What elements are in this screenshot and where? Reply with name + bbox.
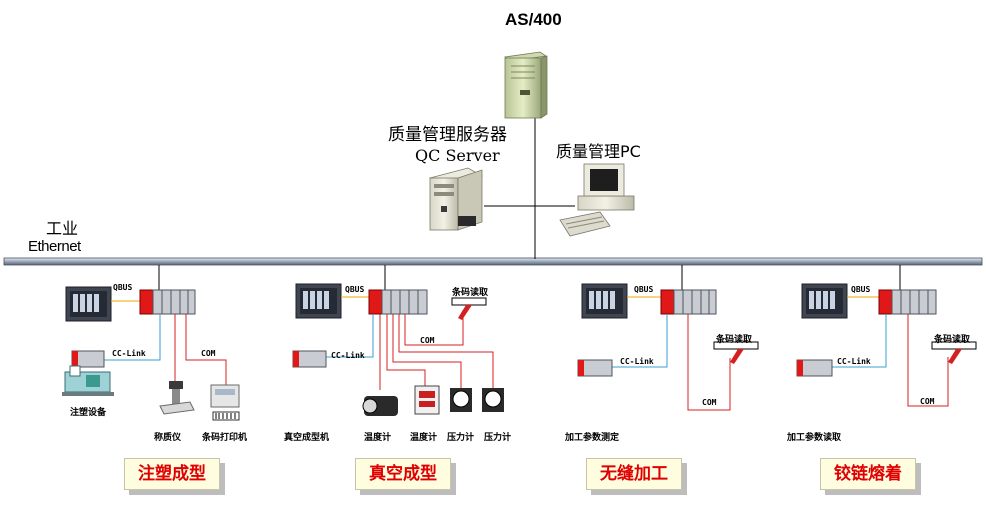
ethernet-bus	[3, 257, 983, 266]
device-label: 温度计	[364, 433, 392, 443]
ethernet-label-cn: 工业	[46, 219, 79, 238]
plc-unit	[660, 289, 717, 315]
qc-server-icon	[428, 167, 484, 231]
cclink-label: CC-Link	[331, 351, 365, 360]
device-label: 压力计	[447, 433, 475, 443]
cclink-label: CC-Link	[620, 357, 654, 366]
barcode-reader-icon	[713, 341, 759, 364]
label-printer-icon	[210, 384, 240, 421]
barcode-reader-icon	[931, 341, 977, 364]
device-label: 加工参数读取	[787, 433, 842, 443]
device-label: 加工参数测定	[565, 433, 620, 443]
barcode-reader-icon	[451, 297, 487, 320]
device-label: 温度计	[410, 433, 438, 443]
section-title-box: 铰链熔着	[820, 458, 916, 490]
com-label: COM	[702, 398, 717, 407]
qc-pc-icon	[559, 163, 635, 237]
section-injection	[62, 286, 240, 421]
device-label: 真空成型机	[284, 433, 330, 443]
barcode-label: 条码读取	[716, 335, 753, 345]
cclink-label: CC-Link	[837, 357, 871, 366]
plc-unit	[368, 289, 428, 315]
section-seamless	[577, 283, 759, 411]
qbus-label: QBUS	[345, 285, 365, 294]
as400-label: AS/400	[505, 10, 562, 29]
device-label: 压力计	[484, 433, 512, 443]
plc-unit	[878, 289, 937, 315]
device-label: 称质仪	[154, 433, 182, 443]
thermometer-camera-icon	[362, 396, 398, 416]
ethernet-label-en: Ethernet	[28, 238, 81, 255]
barcode-label: 条码读取	[452, 288, 489, 298]
qc-server-label-en: QC Server	[415, 146, 500, 165]
cclink-label: CC-Link	[112, 349, 146, 358]
top-links	[484, 118, 575, 259]
bus-drops	[158, 265, 901, 290]
pressure-gauge-icon	[482, 388, 504, 412]
device-label: 注塑设备	[70, 408, 107, 418]
injection-machine-icon	[62, 365, 114, 396]
qbus-label: QBUS	[634, 285, 654, 294]
qc-server-label-cn: 质量管理服务器	[388, 125, 507, 145]
barcode-label: 条码读取	[934, 335, 971, 345]
temperature-meter-icon	[414, 385, 440, 415]
scale-icon	[159, 381, 195, 415]
qbus-label: QBUS	[851, 285, 871, 294]
qc-pc-label: 质量管理PC	[556, 142, 641, 161]
section-vacuum	[292, 283, 504, 416]
com-label: COM	[420, 336, 435, 345]
com-label: COM	[201, 349, 216, 358]
device-label: 条码打印机	[202, 433, 248, 443]
section-title-box: 真空成型	[355, 458, 451, 490]
pressure-gauge-icon	[450, 388, 472, 412]
com-label: COM	[920, 397, 935, 406]
as400-server-icon	[503, 51, 548, 119]
plc-unit	[139, 289, 196, 315]
section-title-box: 注塑成型	[124, 458, 220, 490]
qbus-label: QBUS	[113, 283, 133, 292]
section-title-box: 无缝加工	[586, 458, 682, 490]
section-hinge	[796, 283, 977, 407]
